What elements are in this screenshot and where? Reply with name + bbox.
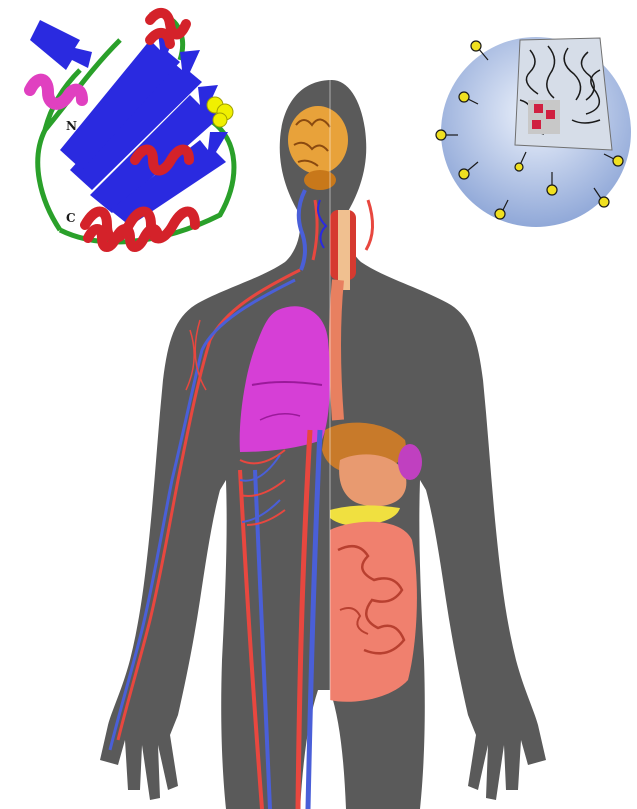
esophagus [335, 280, 338, 420]
intestines [330, 522, 417, 702]
beta-sheets [30, 20, 228, 226]
helix-310 [30, 80, 82, 104]
n-terminus-label: N [66, 119, 77, 133]
protein-ribbon-structure: N C [30, 13, 234, 247]
nanoparticle-schematic [436, 37, 631, 227]
spleen [398, 444, 422, 480]
c-terminus-label: C [66, 211, 76, 225]
